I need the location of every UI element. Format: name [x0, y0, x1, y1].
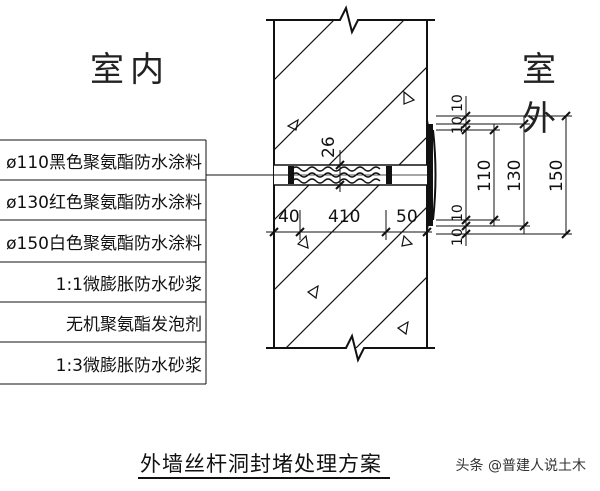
dim-26: 26 [319, 136, 339, 158]
drawing-title: 外墙丝杆洞封堵处理方案 [140, 452, 382, 476]
rod-hole [274, 164, 427, 186]
watermark: 头条 @普建人说土木 [455, 458, 586, 474]
dim-50: 50 [396, 207, 418, 227]
dim-10-b: 10 [450, 116, 466, 134]
horizontal-dimension [266, 210, 432, 240]
dim-10-c: 10 [450, 204, 466, 222]
dim-410: 410 [328, 207, 360, 227]
title-underline [138, 477, 390, 479]
dim-40: 40 [278, 207, 300, 227]
dim-130: 130 [505, 160, 525, 192]
legend-item: 1:3微膨胀防水砂浆 [55, 355, 202, 376]
dim-110: 110 [475, 160, 495, 192]
indoor-label: 室内 [90, 50, 170, 90]
exterior-coatings [426, 119, 437, 231]
legend-item: ø150白色聚氨酯防水涂料 [6, 233, 202, 254]
wall-hatch [274, 20, 427, 348]
dim-10-d: 10 [450, 228, 466, 246]
dim-10-a: 10 [450, 94, 466, 112]
aggregate-marks [286, 90, 416, 336]
outdoor-label: 室外 [522, 50, 562, 139]
dim-150: 150 [547, 160, 567, 192]
legend-item: 无机聚氨酯发泡剂 [66, 314, 202, 335]
legend-item: ø130红色聚氨酯防水涂料 [6, 192, 202, 213]
legend-grid [0, 139, 207, 385]
legend-item: ø110黑色聚氨酯防水涂料 [6, 152, 202, 173]
hole-dimension [335, 150, 345, 192]
foam-filler [291, 166, 381, 184]
legend-item: 1:1微膨胀防水砂浆 [55, 274, 202, 295]
vertical-dimensions [436, 96, 572, 246]
